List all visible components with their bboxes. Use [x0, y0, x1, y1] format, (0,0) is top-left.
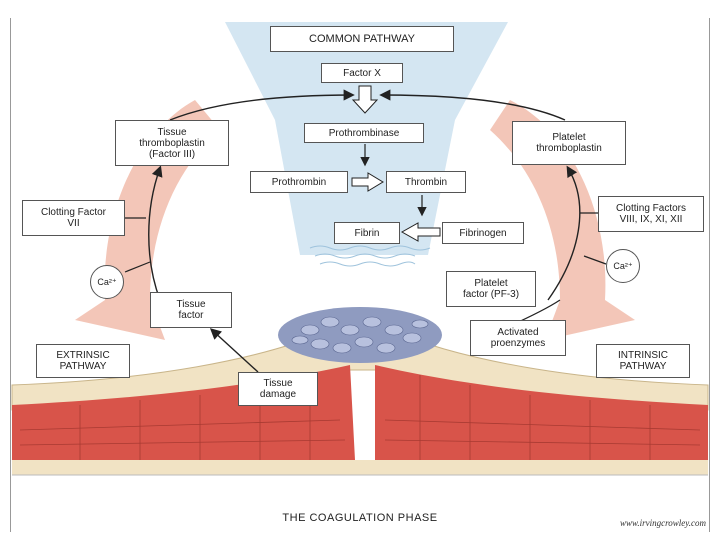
intrinsic-pathway-label: INTRINSIC PATHWAY	[596, 344, 690, 378]
prothrombinase-box: Prothrombinase	[304, 123, 424, 143]
thrombin-box: Thrombin	[386, 171, 466, 193]
arrow-right-arc-top	[379, 89, 566, 121]
tissue-factor-box: Tissue factor	[150, 292, 232, 328]
coagulation-phase-title: THE COAGULATION PHASE	[282, 512, 438, 524]
tissue-bottom-layer	[12, 460, 708, 475]
clotting-factors-box: Clotting Factors VIII, IX, XI, XII	[598, 196, 704, 232]
arrow-left-arc-top	[169, 89, 355, 121]
source-credit: www.irvingcrowley.com	[620, 518, 706, 528]
activated-proenzymes-box: Activated proenzymes	[470, 320, 566, 356]
arrow-extrinsic-chain	[148, 165, 163, 301]
clot-cells	[291, 316, 429, 354]
common-pathway-title: COMMON PATHWAY	[270, 26, 454, 52]
prothrombin-box: Prothrombin	[250, 171, 348, 193]
arrow-ca-right	[583, 255, 607, 265]
platelet-factor-box: Platelet factor (PF-3)	[446, 271, 536, 307]
fibrin-box: Fibrin	[334, 222, 400, 244]
fibrinogen-box: Fibrinogen	[442, 222, 524, 244]
extrinsic-pathway-label: EXTRINSIC PATHWAY	[36, 344, 130, 378]
clotting-factor-vii-box: Clotting Factor VII	[22, 200, 125, 236]
funnel-waves	[309, 245, 431, 267]
arrow-damage-to-factor	[209, 328, 259, 373]
tissue-damage-box: Tissue damage	[238, 372, 318, 406]
platelet-thromboplastin-box: Platelet thromboplastin	[512, 121, 626, 165]
calcium-right-circle: Ca²⁺	[606, 249, 640, 283]
calcium-left-circle: Ca²⁺	[90, 265, 124, 299]
diagram-frame	[10, 18, 710, 532]
hollow-arrow-factor-x	[351, 85, 379, 114]
hollow-arrow-prothrombin-thrombin	[351, 172, 384, 192]
muscle-layer-right	[375, 365, 708, 460]
muscle-cell-lines	[19, 375, 701, 460]
hollow-arrow-fibrinogen-fibrin	[400, 222, 441, 242]
arrow-ca-left	[124, 261, 151, 273]
tissue-thromboplastin-box: Tissue thromboplastin (Factor III)	[115, 120, 229, 166]
factor-x-box: Factor X	[321, 63, 403, 83]
arrow-intrinsic-chain	[547, 165, 581, 301]
